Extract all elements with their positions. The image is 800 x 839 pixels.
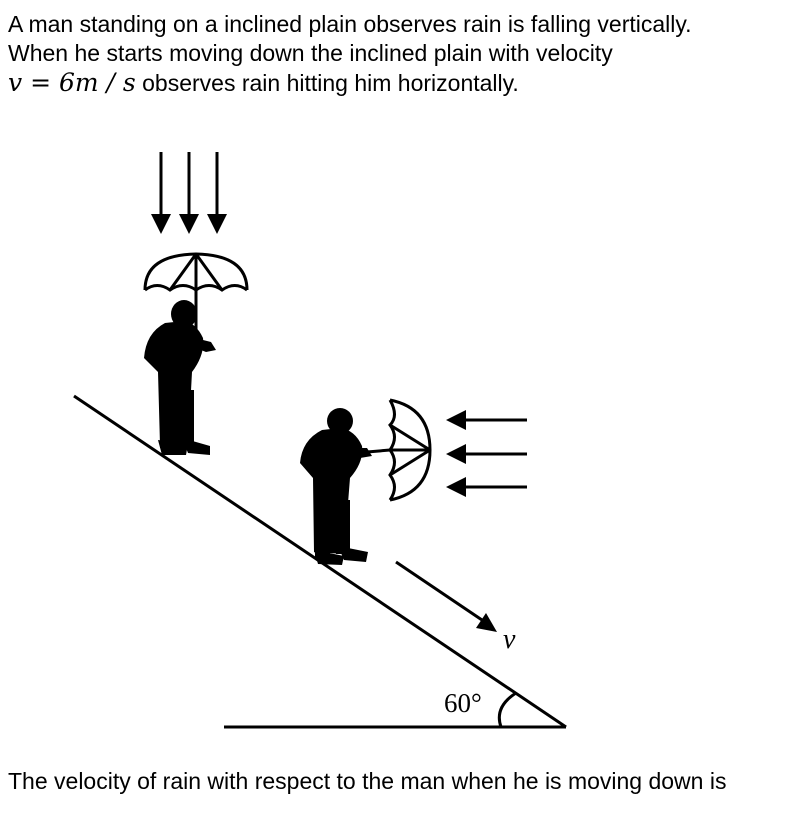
umbrella-tilted-icon (366, 398, 432, 502)
angle-label: 60° (444, 688, 482, 718)
angle-arc (497, 691, 517, 728)
horizontal-rain-arrowheads (446, 410, 466, 497)
vertical-rain-arrowheads (151, 214, 227, 234)
question-line-2: When he starts moving down the inclined … (8, 40, 613, 66)
question-text: A man standing on a inclined plain obser… (8, 10, 793, 98)
horizontal-rain-arrows (462, 418, 527, 489)
question-line-3-rest: observes rain hitting him horizontally. (135, 70, 519, 96)
velocity-arrowhead (476, 613, 497, 632)
man-moving-icon (300, 408, 372, 565)
footer-question: The velocity of rain with respect to the… (8, 768, 727, 794)
incline-figure: v 60° (73, 152, 567, 729)
question-line-3: v = 6m / s observes rain hitting him hor… (8, 68, 793, 98)
man-standing-icon (144, 300, 216, 455)
velocity-arrow (395, 560, 483, 622)
vertical-rain-arrows (159, 152, 219, 218)
question-line-1: A man standing on a inclined plain obser… (8, 11, 692, 37)
velocity-label: v (503, 624, 516, 655)
velocity-expression: v = 6m / s (8, 68, 136, 97)
incline-surface (73, 394, 567, 729)
